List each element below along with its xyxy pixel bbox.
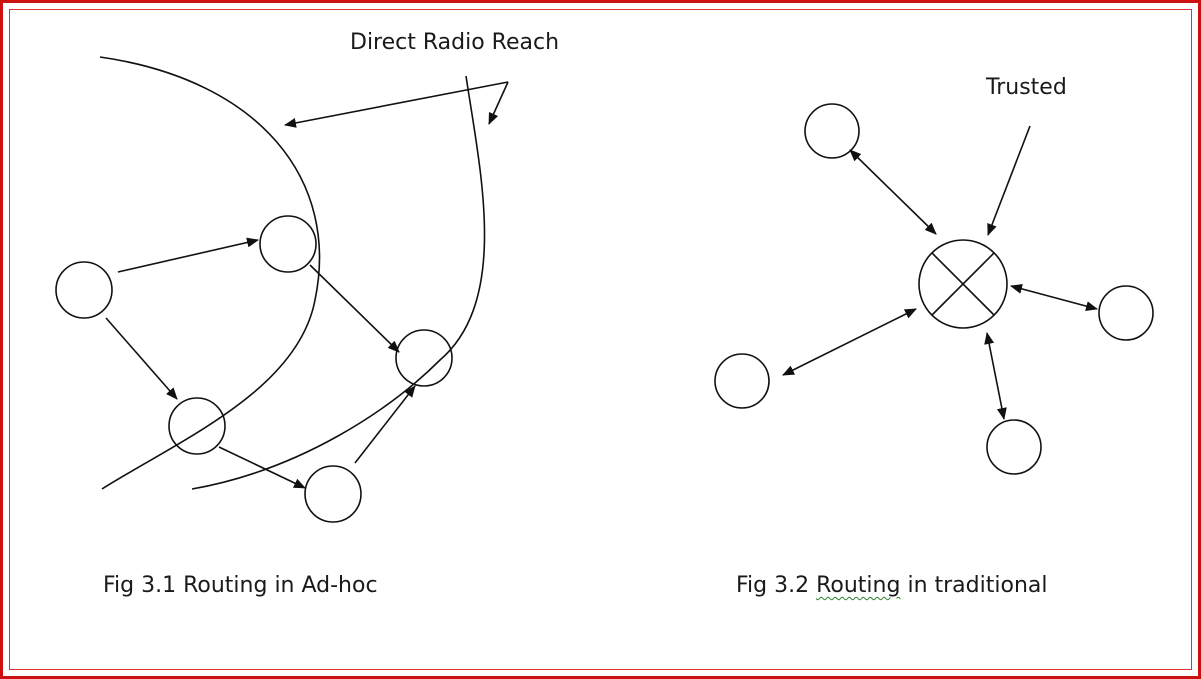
traditional-node-bottom — [986, 419, 1042, 475]
trusted-pointer — [987, 125, 1031, 236]
frame-inner — [9, 9, 1192, 670]
trusted-router-icon — [918, 239, 1008, 329]
traditional-link-topleft — [849, 149, 937, 235]
fig1-caption: Fig 3.1 Routing in Ad-hoc — [103, 573, 378, 598]
adhoc-link-lower-bottom — [218, 446, 306, 489]
fig2-caption-suffix: in traditional — [900, 573, 1048, 598]
fig2-caption-word: Routing — [816, 573, 901, 598]
trusted-label: Trusted — [986, 75, 1067, 100]
adhoc-node-destination — [395, 329, 453, 387]
traditional-link-left — [782, 308, 917, 376]
traditional-node-left — [714, 353, 770, 409]
adhoc-link-source-upper — [117, 237, 259, 273]
traditional-diagram — [714, 103, 1154, 475]
adhoc-link-upper-destination — [309, 264, 400, 353]
adhoc-node-bottom — [304, 465, 362, 523]
direct-radio-reach-label: Direct Radio Reach — [350, 30, 560, 55]
adhoc-node-source — [55, 261, 113, 319]
adhoc-link-source-lower — [105, 317, 178, 400]
traditional-node-right — [1098, 285, 1154, 341]
fig2-caption-prefix: Fig 3.2 — [736, 573, 817, 598]
adhoc-diagram — [55, 56, 509, 523]
traditional-link-bottom — [984, 332, 1007, 420]
radio-reach-boundary-1 — [99, 56, 321, 490]
traditional-link-right — [1010, 284, 1098, 311]
reach-pointer-right — [488, 81, 509, 125]
adhoc-node-upper — [259, 215, 317, 273]
adhoc-link-bottom-destination — [354, 385, 416, 464]
traditional-node-topleft — [804, 103, 860, 159]
reach-pointer-left — [284, 81, 509, 128]
fig2-caption: Fig 3.2 Routing in traditional — [736, 575, 1047, 597]
adhoc-node-lower — [168, 397, 226, 455]
radio-reach-boundary-2 — [191, 75, 486, 490]
